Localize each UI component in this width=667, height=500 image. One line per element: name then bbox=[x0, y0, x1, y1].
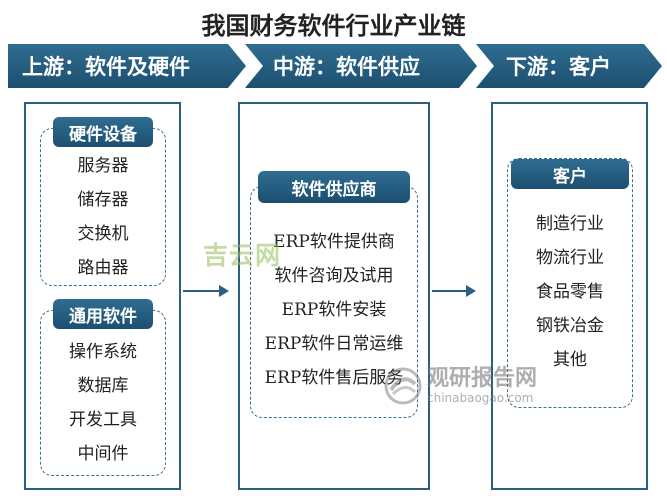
arrow-midstream-to-downstream bbox=[432, 285, 476, 297]
customer-group: 客户 制造行业 物流行业 食品零售 钢铁冶金 其他 bbox=[507, 158, 633, 408]
software-item: 中间件 bbox=[77, 444, 129, 464]
stage-midstream-banner: 中游：软件供应 bbox=[245, 44, 477, 88]
customer-group-label: 客户 bbox=[511, 159, 629, 189]
customer-item: 食品零售 bbox=[536, 282, 604, 302]
supplier-item: 软件咨询及试用 bbox=[274, 266, 394, 286]
customer-items: 制造行业 物流行业 食品零售 钢铁冶金 其他 bbox=[508, 207, 632, 377]
watermark-en: chinabaogao.com bbox=[427, 391, 534, 405]
chinabaogao-logo-icon bbox=[384, 367, 422, 405]
customer-item: 制造行业 bbox=[536, 214, 604, 234]
upstream-panel: 硬件设备 服务器 储存器 交换机 路由器 通用软件 操作系统 数据库 开发工具 … bbox=[24, 102, 181, 490]
hardware-item: 路由器 bbox=[77, 258, 129, 278]
customer-item: 物流行业 bbox=[536, 248, 604, 268]
watermark-cn: 观研报告网 bbox=[427, 366, 538, 391]
software-items: 操作系统 数据库 开发工具 中间件 bbox=[41, 335, 165, 471]
supplier-item: ERP软件日常运维 bbox=[264, 334, 404, 354]
arrow-upstream-to-midstream bbox=[183, 285, 229, 297]
software-group: 通用软件 操作系统 数据库 开发工具 中间件 bbox=[40, 299, 166, 476]
hardware-group-label: 硬件设备 bbox=[53, 117, 153, 147]
customer-item: 其他 bbox=[553, 350, 587, 370]
watermark-jiyun: 吉云网 bbox=[203, 241, 282, 270]
diagram-title: 我国财务软件行业产业链 bbox=[201, 11, 466, 40]
software-item: 操作系统 bbox=[69, 342, 137, 362]
supplier-item: ERP软件售后服务 bbox=[264, 368, 404, 388]
hardware-item: 服务器 bbox=[77, 156, 129, 176]
midstream-panel: 软件供应商 ERP软件提供商 软件咨询及试用 ERP软件安装 ERP软件日常运维… bbox=[238, 102, 430, 490]
customer-item: 钢铁冶金 bbox=[536, 316, 604, 336]
hardware-item: 储存器 bbox=[77, 190, 129, 210]
software-item: 开发工具 bbox=[69, 410, 137, 430]
stage-midstream-label: 中游：软件供应 bbox=[273, 54, 420, 79]
supplier-items: ERP软件提供商 软件咨询及试用 ERP软件安装 ERP软件日常运维 ERP软件… bbox=[251, 225, 417, 395]
supplier-item: ERP软件安装 bbox=[281, 300, 387, 320]
stage-upstream-banner: 上游：软件及硬件 bbox=[8, 44, 246, 88]
supplier-group: 软件供应商 ERP软件提供商 软件咨询及试用 ERP软件安装 ERP软件日常运维… bbox=[250, 171, 418, 418]
hardware-group: 硬件设备 服务器 储存器 交换机 路由器 bbox=[40, 117, 166, 286]
stage-downstream-label: 下游：客户 bbox=[506, 54, 611, 79]
watermark-chinabaogao: 观研报告网 chinabaogao.com bbox=[383, 366, 537, 406]
stage-upstream-label: 上游：软件及硬件 bbox=[22, 54, 190, 79]
supplier-group-label: 软件供应商 bbox=[258, 171, 410, 203]
downstream-panel: 客户 制造行业 物流行业 食品零售 钢铁冶金 其他 bbox=[491, 102, 648, 490]
software-group-label: 通用软件 bbox=[53, 299, 153, 329]
watermark-text: 观研报告网 chinabaogao.com bbox=[427, 366, 538, 406]
stage-downstream-banner: 下游：客户 bbox=[476, 44, 662, 88]
software-item: 数据库 bbox=[77, 376, 129, 396]
hardware-item: 交换机 bbox=[77, 224, 129, 244]
supplier-item: ERP软件提供商 bbox=[273, 232, 395, 252]
hardware-items: 服务器 储存器 交换机 路由器 bbox=[41, 149, 165, 285]
